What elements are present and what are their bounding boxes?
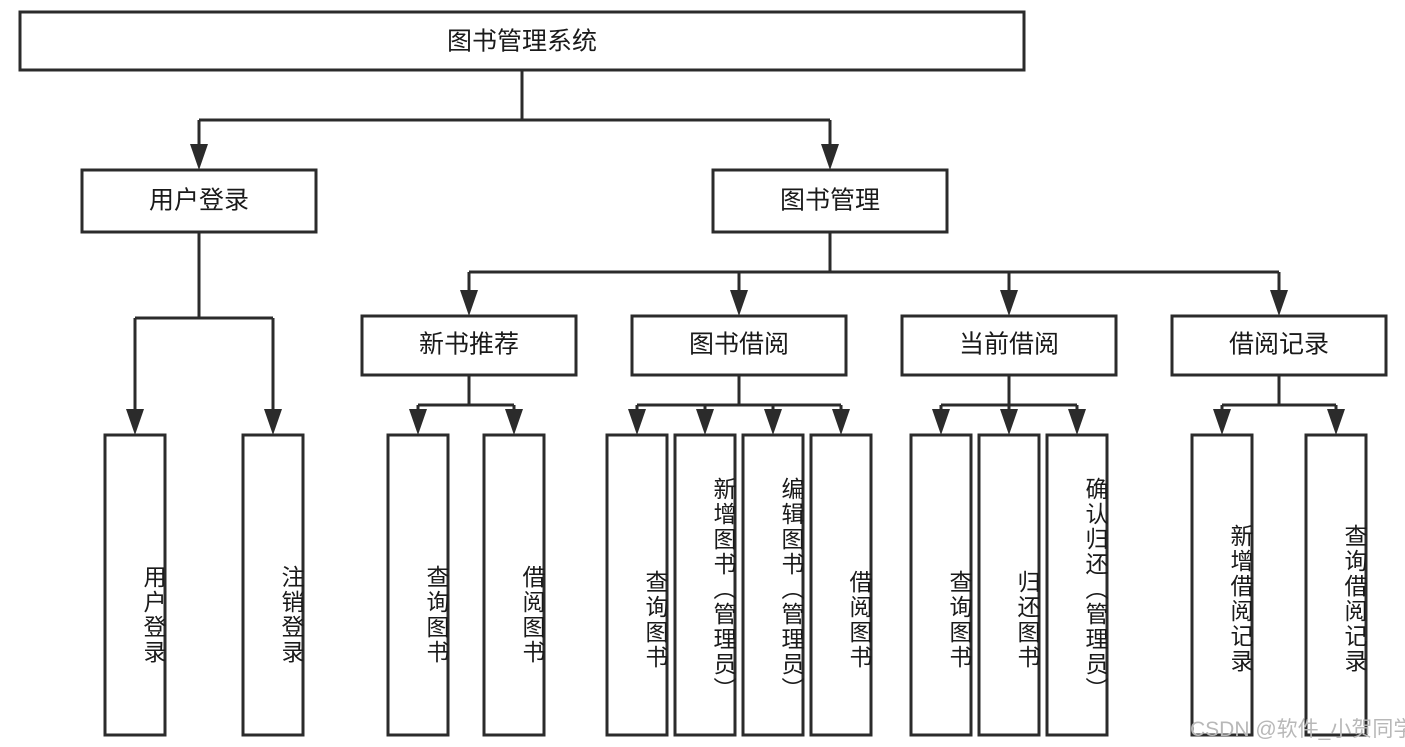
arrow-leaf-edit-book — [764, 409, 782, 435]
node-leaf-confirm-return-box[interactable] — [1045, 433, 1109, 737]
arrow-leaf-user-login — [126, 409, 144, 435]
node-layer: 图书管理系统 用户登录 图书管理 新书推荐 图书借阅 — [18, 10, 1388, 737]
csdn-watermark: CSDN @软件_小贺同学 — [1190, 718, 1405, 741]
node-current-borrow[interactable]: 当前借阅 — [900, 314, 1118, 377]
node-leaf-borrow-book-2-box[interactable] — [809, 433, 873, 737]
node-leaf-add-book-box[interactable] — [673, 433, 737, 737]
node-book-manage[interactable]: 图书管理 — [711, 168, 949, 234]
node-book-borrow-box[interactable] — [630, 314, 848, 377]
node-leaf-user-logout-box[interactable] — [241, 433, 305, 737]
node-book-borrow[interactable]: 图书借阅 — [630, 314, 848, 377]
arrow-leaf-borrow-book-2 — [832, 409, 850, 435]
arrow-leaf-add-record — [1213, 409, 1231, 435]
arrow-leaf-query-book-2 — [628, 409, 646, 435]
arrow-leaf-return-book — [1000, 409, 1018, 435]
node-root-box[interactable] — [18, 10, 1026, 72]
node-leaf-query-book-2-box[interactable] — [605, 433, 669, 737]
node-leaf-query-record-box[interactable] — [1304, 433, 1368, 737]
node-root[interactable]: 图书管理系统 — [18, 10, 1026, 72]
node-leaf-edit-book-box[interactable] — [741, 433, 805, 737]
node-book-borrow-label: 图书借阅 — [689, 331, 789, 359]
arrow-to-current-borrow — [1000, 290, 1018, 316]
connector-layer — [126, 70, 1345, 435]
node-leaf-add-record-box[interactable] — [1190, 433, 1254, 737]
node-leaf-query-book-1-box[interactable] — [386, 433, 450, 737]
node-user-login[interactable]: 用户登录 — [80, 168, 318, 234]
node-book-manage-box[interactable] — [711, 168, 949, 234]
node-user-login-label: 用户登录 — [149, 187, 249, 215]
node-borrow-record-box[interactable] — [1170, 314, 1388, 377]
node-current-borrow-label: 当前借阅 — [959, 331, 1059, 359]
node-current-borrow-box[interactable] — [900, 314, 1118, 377]
arrow-leaf-user-logout — [264, 409, 282, 435]
arrow-to-borrow-record — [1270, 290, 1288, 316]
arrow-to-new-book-recommend — [460, 290, 478, 316]
node-new-book-recommend-box[interactable] — [360, 314, 578, 377]
node-new-book-recommend-label: 新书推荐 — [419, 331, 519, 359]
node-user-login-box[interactable] — [80, 168, 318, 234]
arrow-leaf-add-book — [696, 409, 714, 435]
arrow-leaf-confirm-return — [1068, 409, 1086, 435]
node-borrow-record[interactable]: 借阅记录 — [1170, 314, 1388, 377]
arrow-leaf-query-record — [1327, 409, 1345, 435]
arrow-to-user-login — [190, 144, 208, 170]
node-new-book-recommend[interactable]: 新书推荐 — [360, 314, 578, 377]
arrow-to-book-borrow — [730, 290, 748, 316]
arrow-to-book-manage — [821, 144, 839, 170]
node-leaf-query-book-3-box[interactable] — [909, 433, 973, 737]
node-book-manage-label: 图书管理 — [780, 187, 880, 215]
node-root-label: 图书管理系统 — [447, 28, 597, 56]
arrow-leaf-borrow-book-1 — [505, 409, 523, 435]
node-leaf-borrow-book-1-box[interactable] — [482, 433, 546, 737]
arrow-leaf-query-book-3 — [932, 409, 950, 435]
node-leaf-user-login-box[interactable] — [103, 433, 167, 737]
node-leaf-return-book-box[interactable] — [977, 433, 1041, 737]
arrow-leaf-query-book-1 — [409, 409, 427, 435]
node-borrow-record-label: 借阅记录 — [1229, 331, 1329, 359]
